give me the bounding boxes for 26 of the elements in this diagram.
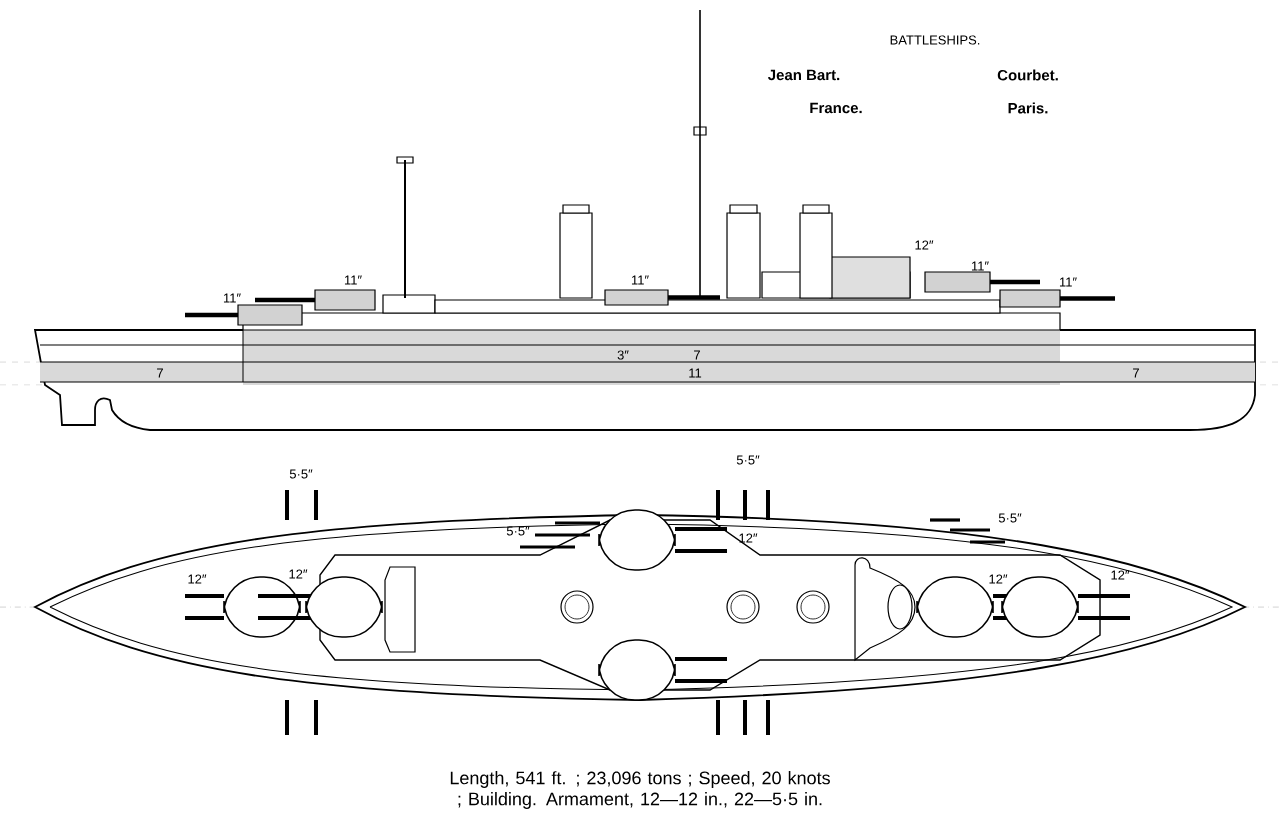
gun-calibre-label: 12″ (1111, 570, 1130, 580)
gun-calibre-label: 12″ (289, 569, 308, 579)
gun-calibre-label: 11″ (1059, 277, 1077, 287)
ship-name: Courbet. (997, 69, 1058, 81)
gun-calibre-label: 12″ (739, 533, 758, 543)
armour-thickness-label: 3″ (617, 350, 629, 360)
ship-name: Jean Bart. (767, 69, 840, 81)
caption: Length, 541 ft. ; 23,096 tons ; Speed, 20 knots ; Building. Armament, 12—12 in., 22—5·5 in. (450, 771, 830, 809)
gun-calibre-label: 5·5″ (506, 526, 530, 536)
gun-calibre-label: 11″ (344, 275, 362, 285)
gun-calibre-label: 12″ (915, 240, 934, 250)
armour-thickness-label: 7 (157, 368, 163, 378)
gun-calibre-label: 11″ (223, 293, 241, 303)
gun-calibre-label: 5·5″ (736, 455, 760, 465)
gun-calibre-label: 5·5″ (289, 469, 313, 479)
gun-calibre-label: 12″ (188, 574, 207, 584)
ship-name: Paris. (1008, 102, 1048, 114)
gun-calibre-label: 5·5″ (998, 513, 1022, 523)
armour-thickness-label: 7 (1133, 368, 1139, 378)
gun-calibre-label: 12″ (989, 574, 1008, 584)
ship-name: France. (810, 102, 862, 114)
armour-thickness-label: 11 (689, 368, 702, 378)
gun-calibre-label: 11″ (631, 275, 649, 285)
gun-calibre-label: 11″ (971, 261, 989, 271)
heading: BATTLESHIPS. (890, 35, 980, 45)
armour-thickness-label: 7 (694, 350, 700, 360)
